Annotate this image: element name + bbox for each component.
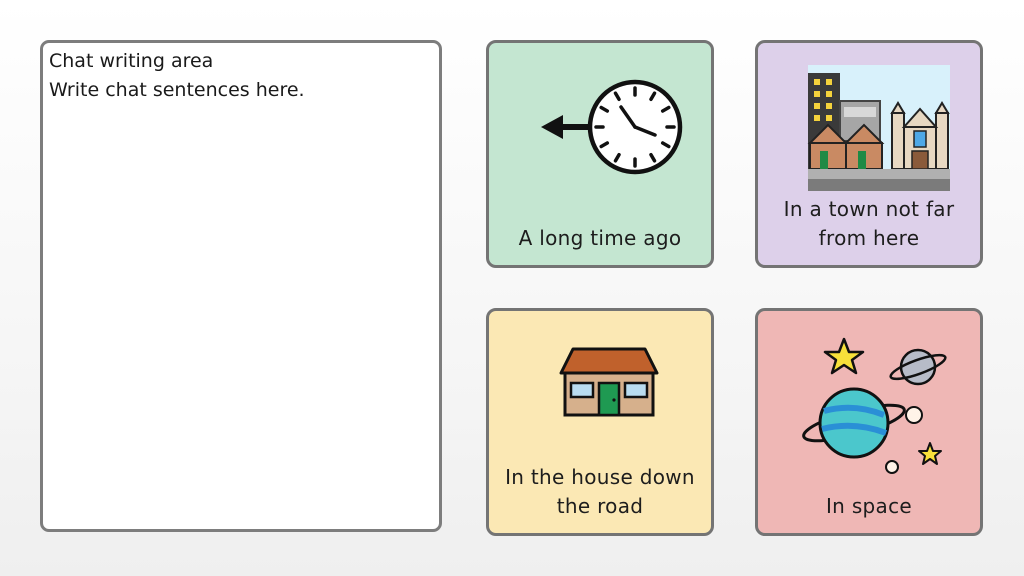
house-icon	[559, 347, 659, 417]
space-icon	[802, 337, 947, 474]
card-label-in-space: In space	[825, 494, 912, 518]
chat-writing-area[interactable]: Chat writing area Write chat sentences h…	[40, 40, 442, 532]
town-icon	[807, 65, 950, 191]
card-long-time-ago[interactable]: A long time ago	[486, 40, 714, 268]
card-in-space[interactable]: In space	[755, 308, 983, 536]
chat-area-title: Chat writing area	[49, 50, 214, 72]
card-town-not-far[interactable]: In a town not far from here	[755, 40, 983, 268]
card-label-town-not-far: In a town not far from here	[783, 197, 955, 250]
card-label-long-time-ago: A long time ago	[518, 226, 682, 250]
card-label-house-down-road: In the house down the road	[505, 465, 695, 518]
clock-arrow-icon	[541, 79, 683, 175]
card-house-down-road[interactable]: In the house down the road	[486, 308, 714, 536]
chat-area-placeholder[interactable]: Write chat sentences here.	[49, 79, 305, 101]
